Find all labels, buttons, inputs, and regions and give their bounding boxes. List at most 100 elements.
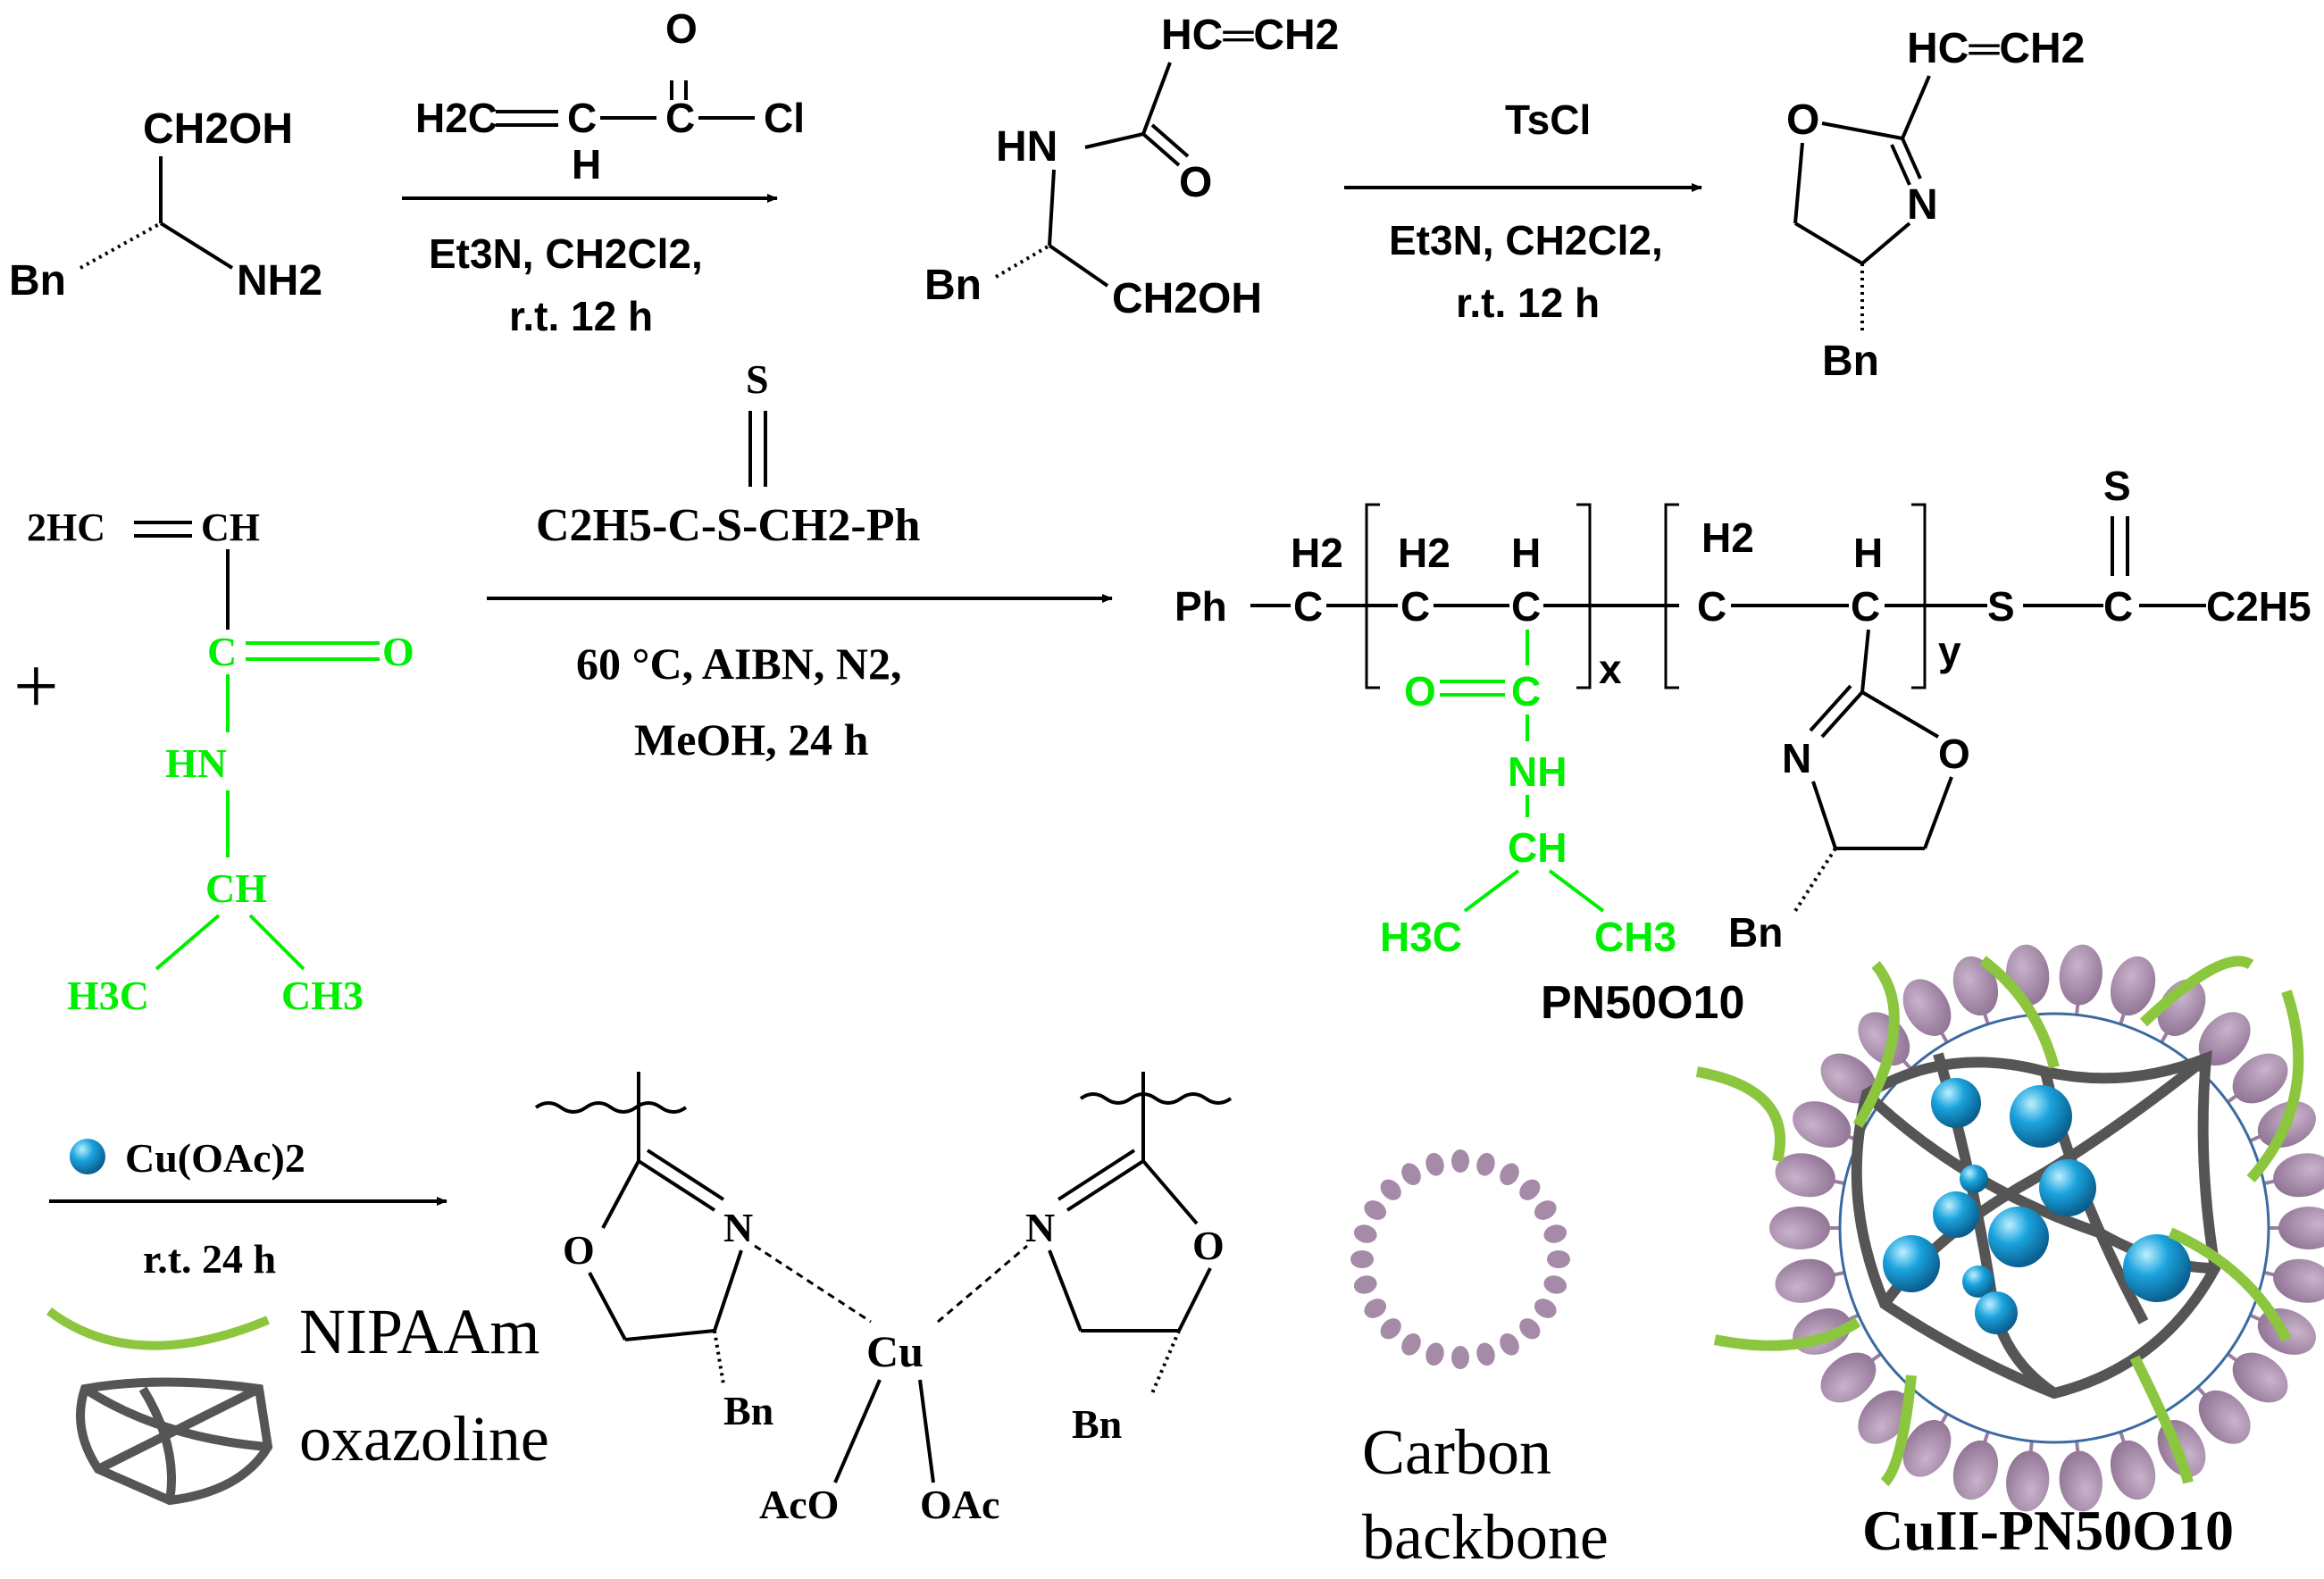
poly-c-d: C bbox=[1697, 583, 1726, 630]
corona-bead bbox=[2278, 1207, 2324, 1249]
corona-bead bbox=[1902, 1420, 1952, 1477]
corona-bead bbox=[2273, 1258, 2324, 1303]
backbone-bead bbox=[1451, 1149, 1469, 1173]
copper-ions bbox=[1883, 1078, 2191, 1334]
poly-y: y bbox=[1938, 628, 1961, 674]
legend-nipaam: NIPAAm bbox=[299, 1296, 539, 1367]
backbone-bead bbox=[1534, 1299, 1557, 1318]
amide-o: O bbox=[1179, 159, 1212, 206]
cx-bn-right: Bn bbox=[1072, 1401, 1122, 1447]
polymer-name: PN50O10 bbox=[1541, 977, 1744, 1029]
copper-ion bbox=[2010, 1085, 2072, 1148]
nipaam-ch-iso: CH bbox=[205, 865, 267, 911]
oxazoline-network-icon bbox=[76, 1377, 273, 1506]
oxazoline-monomer: HC═CH2 O N Bn bbox=[1786, 25, 2085, 385]
step1-conditions-2: r.t. 12 h bbox=[509, 293, 653, 339]
raft-conditions-2: MeOH, 24 h bbox=[634, 714, 869, 764]
backbone-bead bbox=[1547, 1250, 1570, 1268]
copper-ion bbox=[1883, 1235, 1940, 1292]
reagent-h: H bbox=[572, 141, 601, 188]
step1-conditions-1: Et3N, CH2Cl2, bbox=[429, 230, 703, 277]
ox-bn: Bn bbox=[1822, 338, 1879, 385]
product-label: CuII-PN50O10 bbox=[1862, 1499, 2234, 1562]
copper-ion bbox=[2123, 1234, 2191, 1302]
nipaam-hn: HN bbox=[165, 740, 227, 786]
raft-formula: C2H5-C-S-CH2-Ph bbox=[536, 500, 921, 551]
backbone-bead bbox=[1364, 1299, 1387, 1318]
cx-n-left: N bbox=[723, 1205, 753, 1250]
backbone-bead-corona bbox=[1769, 944, 2324, 1512]
corona-bead bbox=[2232, 1352, 2288, 1403]
carbon-backbone-icon bbox=[1350, 1149, 1570, 1369]
nipaam-ch: CH bbox=[201, 505, 260, 549]
nipaam-ribbons bbox=[1695, 956, 2304, 1487]
start-ch2oh: CH2OH bbox=[143, 105, 293, 153]
poly-ch3: CH3 bbox=[1594, 914, 1676, 960]
corona-bead bbox=[2110, 1440, 2156, 1500]
nipaam-ribbon-icon bbox=[46, 1307, 270, 1350]
poly-c-a: C bbox=[1293, 583, 1323, 630]
copolymer-structure: Ph H2 C H2 C H C x H2 C H C y S C S C2H5 bbox=[1175, 463, 2311, 960]
hydroxy-acrylamide: HC═CH2 HN O Bn CH2OH bbox=[924, 12, 1339, 322]
corona-bead bbox=[1902, 979, 1952, 1036]
backbone-bead bbox=[1451, 1346, 1469, 1369]
corona-bead bbox=[1858, 1390, 1910, 1444]
poly-c-end: C bbox=[2103, 583, 2133, 630]
amide-ch2oh: CH2OH bbox=[1112, 275, 1262, 322]
nanoparticle-illustration bbox=[1695, 944, 2324, 1512]
copper-ball-icon bbox=[70, 1139, 105, 1174]
poly-c2h5: C2H5 bbox=[2206, 583, 2311, 630]
backbone-bead bbox=[1425, 1342, 1444, 1366]
backbone-bead bbox=[1543, 1224, 1567, 1243]
start-bn: Bn bbox=[9, 257, 66, 305]
backbone-bead bbox=[1380, 1318, 1401, 1340]
step2-conditions-1: Et3N, CH2Cl2, bbox=[1389, 217, 1663, 263]
backbone-bead bbox=[1534, 1200, 1557, 1220]
corona-bead bbox=[2006, 1450, 2050, 1512]
copper-complex: O N Bn Cu AcO OAc N O Bn bbox=[534, 1072, 1233, 1527]
legend: NIPAAm oxazoline Carbon backbone bbox=[46, 1149, 1609, 1573]
backbone-bead bbox=[1519, 1318, 1541, 1340]
corona-bead bbox=[1952, 1440, 1999, 1500]
backbone-bead bbox=[1353, 1275, 1377, 1294]
corona-bead bbox=[1769, 1207, 1830, 1249]
nipaam-h3c: H3C bbox=[67, 973, 149, 1018]
corona-bead bbox=[2059, 1450, 2102, 1512]
poly-c-amide: C bbox=[1511, 668, 1541, 714]
poly-h2-b: H2 bbox=[1398, 530, 1450, 576]
poly-h-a: H bbox=[1511, 530, 1541, 576]
cu-conditions: r.t. 24 h bbox=[143, 1236, 276, 1282]
ox-n: N bbox=[1907, 181, 1938, 229]
corona-bead bbox=[1793, 1101, 1852, 1149]
nipaam-2hc: 2HC bbox=[27, 505, 105, 549]
raft-agent: S C2H5-C-S-CH2-Ph bbox=[536, 356, 921, 551]
cx-o-left: O bbox=[563, 1227, 595, 1273]
corona-bead bbox=[2232, 1053, 2288, 1104]
arrow-step1: Et3N, CH2Cl2, r.t. 12 h bbox=[402, 194, 778, 339]
copper-ion bbox=[1962, 1266, 1994, 1298]
poly-c-c: C bbox=[1511, 583, 1541, 630]
backbone-bead bbox=[1543, 1275, 1567, 1294]
plus-sign: + bbox=[13, 642, 59, 731]
raft-s-top: S bbox=[746, 356, 769, 402]
copper-ion bbox=[1933, 1191, 1979, 1238]
legend-carbon-1: Carbon bbox=[1362, 1416, 1551, 1488]
nipaam-o: O bbox=[382, 629, 414, 674]
cx-n-right: N bbox=[1025, 1205, 1055, 1250]
poly-h2-c: H2 bbox=[1701, 514, 1754, 561]
cx-cu: Cu bbox=[866, 1326, 924, 1376]
copper-ion bbox=[1931, 1078, 1981, 1128]
reagent-h2c: H2C bbox=[415, 95, 497, 141]
corona-bead bbox=[1775, 1153, 1835, 1198]
amide-bn: Bn bbox=[924, 262, 982, 309]
ox-o: O bbox=[1786, 96, 1819, 144]
corona-bead bbox=[1952, 956, 1999, 1016]
cu-reagent: Cu(OAc)2 bbox=[125, 1135, 305, 1181]
start-nh2: NH2 bbox=[237, 257, 322, 305]
corona-bead bbox=[1820, 1352, 1877, 1403]
acryloyl-chloride-reagent: H2C C H C O Cl bbox=[415, 5, 805, 188]
backbone-bead bbox=[1476, 1342, 1495, 1366]
step2-conditions-2: r.t. 12 h bbox=[1456, 280, 1600, 326]
arrow-step2: TsCl Et3N, CH2Cl2, r.t. 12 h bbox=[1344, 96, 1702, 326]
